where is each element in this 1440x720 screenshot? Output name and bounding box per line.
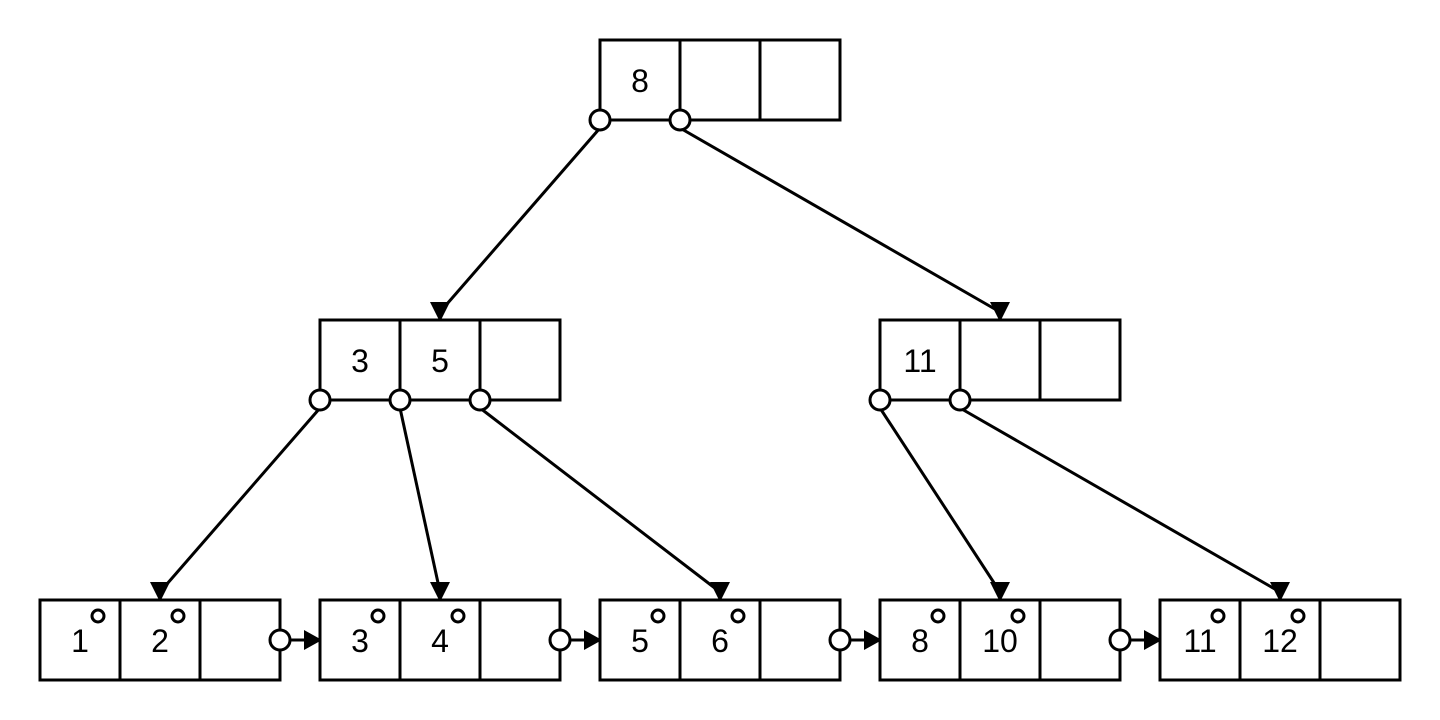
- child-pointer-icon: [868, 388, 892, 412]
- leaf-node-4-cell-1: [878, 598, 962, 682]
- internal-node-2-key-1: 11: [903, 343, 936, 379]
- record-pointer-icon: [730, 608, 746, 624]
- leaf-node-5-cell-2: [1238, 598, 1322, 682]
- leaf-node-5-key-2: 12: [1262, 623, 1298, 659]
- arrowhead-icon: [304, 630, 322, 650]
- leaf-sibling-link-1: [290, 630, 322, 650]
- leaf-node-1-key-1: 1: [71, 623, 89, 659]
- edge-root-to-internal-1: [430, 127, 602, 322]
- leaf-node-2-cell-2: [398, 598, 482, 682]
- internal-node-1-cell-3: [478, 318, 562, 402]
- internal-node-2-cell-3: [1038, 318, 1122, 402]
- edge-internal-1-to-leaf-3: [479, 406, 730, 602]
- record-pointer-icon: [450, 608, 466, 624]
- arrowhead-icon: [1144, 630, 1162, 650]
- edge-internal-1-to-leaf-1: [150, 407, 322, 602]
- next-leaf-pointer-icon: [268, 628, 292, 652]
- child-pointer-icon: [668, 108, 692, 132]
- internal-node-2: 11: [878, 318, 1122, 402]
- child-pointer-icon: [388, 388, 412, 412]
- leaf-sibling-link-2: [570, 630, 602, 650]
- leaf-node-3-key-1: 5: [631, 623, 649, 659]
- leaf-node-1-key-2: 2: [151, 623, 169, 659]
- arrowhead-icon: [430, 582, 450, 602]
- leaf-node-2-key-2: 4: [431, 623, 449, 659]
- root-node: 8: [598, 38, 842, 122]
- next-leaf-pointer-icon: [548, 628, 572, 652]
- internal-node-1-cell-2: [398, 318, 482, 402]
- child-pointer-icon: [948, 388, 972, 412]
- edges-layer: [150, 126, 1290, 650]
- child-pointer-icon: [468, 388, 492, 412]
- next-leaf-pointer-icon: [1108, 628, 1132, 652]
- leaf-node-5-cell-3: [1318, 598, 1402, 682]
- leaf-node-1-cell-3: [198, 598, 282, 682]
- arrowhead-icon: [430, 302, 450, 322]
- record-pointer-icon: [1290, 608, 1306, 624]
- record-pointer-icon: [170, 608, 186, 624]
- root-node-cell-1: [598, 38, 682, 122]
- arrowhead-icon: [1270, 582, 1290, 602]
- leaf-node-5-key-1: 11: [1183, 623, 1216, 659]
- leaf-node-4: 8 10: [878, 598, 1122, 682]
- leaf-sibling-link-4: [1130, 630, 1162, 650]
- root-node-cell-3: [758, 38, 842, 122]
- leaf-sibling-link-3: [850, 630, 882, 650]
- edge-internal-2-to-leaf-5: [959, 406, 1290, 602]
- root-node-cell-2: [678, 38, 762, 122]
- record-pointer-icon: [1010, 608, 1026, 624]
- record-pointer-icon: [650, 608, 666, 624]
- child-pointer-icon: [308, 388, 332, 412]
- arrowhead-icon: [150, 582, 170, 602]
- leaf-node-2-key-1: 3: [351, 623, 369, 659]
- leaf-node-4-cell-3: [1038, 598, 1122, 682]
- leaf-node-3-cell-2: [678, 598, 762, 682]
- arrowhead-icon: [990, 302, 1010, 322]
- internal-node-1-key-2: 5: [431, 343, 449, 379]
- leaf-node-3-cell-3: [758, 598, 842, 682]
- record-pointer-icon: [370, 608, 386, 624]
- record-pointer-icon: [90, 608, 106, 624]
- root-node-key-1: 8: [631, 63, 649, 99]
- arrowhead-icon: [710, 582, 730, 602]
- leaf-node-3-key-2: 6: [711, 623, 729, 659]
- leaf-node-2-cell-3: [478, 598, 562, 682]
- arrowhead-icon: [990, 582, 1010, 602]
- next-leaf-pointer-icon: [828, 628, 852, 652]
- edge-internal-2-to-leaf-4: [878, 407, 1010, 602]
- internal-node-2-cell-2: [958, 318, 1042, 402]
- record-pointer-icon: [930, 608, 946, 624]
- leaf-node-4-key-1: 8: [911, 623, 929, 659]
- leaf-node-4-key-2: 10: [982, 623, 1018, 659]
- arrowhead-icon: [584, 630, 602, 650]
- record-pointer-icon: [1210, 608, 1226, 624]
- leaf-node-5: 11 12: [1158, 598, 1402, 682]
- leaf-node-1-cell-2: [118, 598, 202, 682]
- internal-node-1-key-1: 3: [351, 343, 369, 379]
- child-pointer-icon: [588, 108, 612, 132]
- internal-node-1-cell-1: [318, 318, 402, 402]
- arrowhead-icon: [864, 630, 882, 650]
- edge-internal-1-to-leaf-2: [398, 407, 450, 602]
- edge-root-to-internal-2: [679, 126, 1010, 322]
